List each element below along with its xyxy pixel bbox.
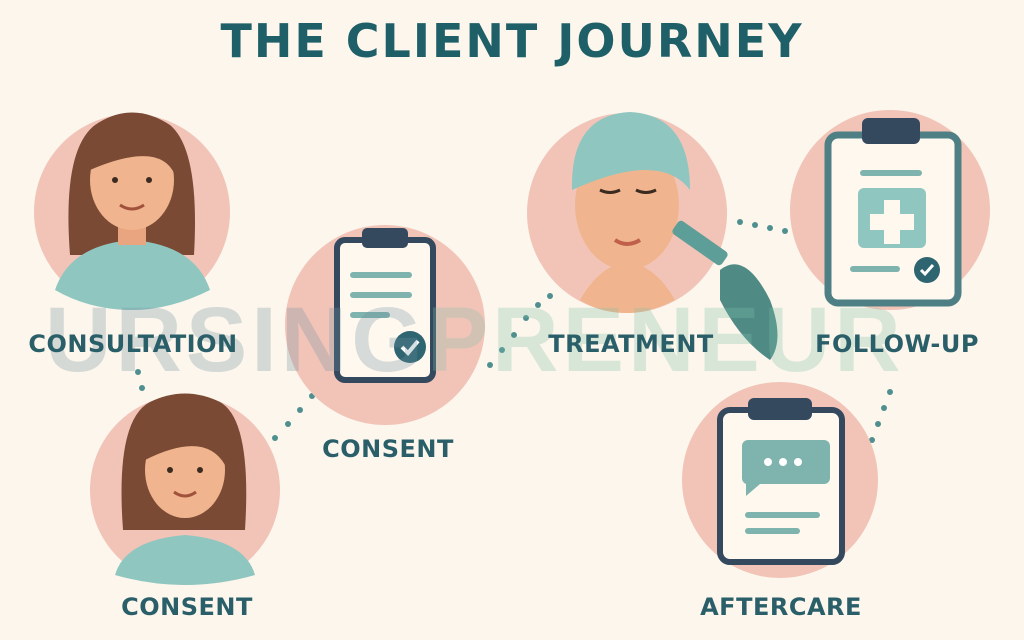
consent-portrait-icon xyxy=(90,393,280,585)
step-label-consultation: CONSULTATION xyxy=(28,330,238,358)
step-label-consent-clipboard: CONSENT xyxy=(322,435,454,463)
connector-dots xyxy=(135,219,893,443)
consent-clipboard-icon xyxy=(285,225,485,425)
watermark: URSINGPRENEUR xyxy=(45,289,905,391)
aftercare-clipboard-icon xyxy=(682,382,878,578)
step-label-consent-portrait: CONSENT xyxy=(121,593,253,621)
step-label-treatment: TREATMENT xyxy=(548,330,714,358)
step-label-aftercare: AFTERCARE xyxy=(700,593,862,621)
treatment-injection-icon xyxy=(527,112,778,360)
consultation-portrait-icon xyxy=(34,112,230,310)
follow-up-clipboard-icon xyxy=(790,110,990,310)
page-title: THE CLIENT JOURNEY xyxy=(220,14,804,68)
step-label-follow-up: FOLLOW-UP xyxy=(815,330,979,358)
